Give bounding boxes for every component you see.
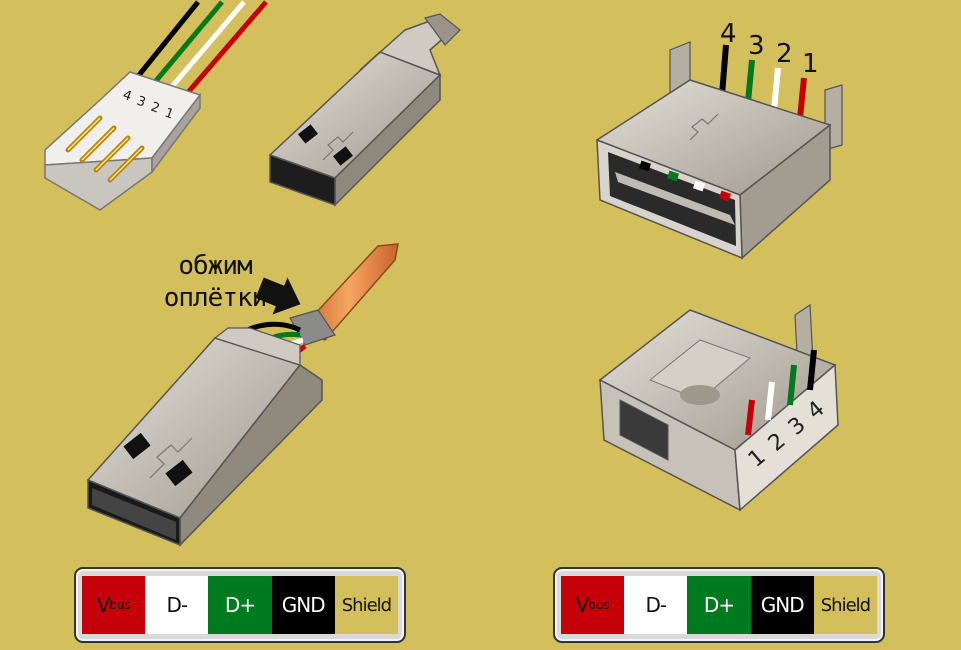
legend-vbus-sub: bus — [109, 598, 131, 612]
legend-d-minus: D- — [624, 576, 688, 634]
plug-shell-open — [268, 13, 461, 207]
legend-shield: Shield — [334, 576, 399, 634]
receptacle-front-pin-3: 3 — [748, 31, 765, 61]
crimp-label-line2: оплётки — [163, 283, 268, 313]
legend-vbus-main: V — [96, 593, 111, 617]
legend-d-plus: D+ — [208, 576, 272, 634]
plug-assembled — [86, 243, 399, 547]
legend-vbus-main: V — [575, 593, 590, 617]
crimp-label: обжим оплётки — [150, 250, 280, 314]
plug-pcb: 4 3 2 1 — [44, 0, 268, 211]
legend-gnd: GND — [750, 576, 814, 634]
legend-d-minus: D- — [145, 576, 209, 634]
receptacle-front: 4 3 2 1 — [595, 19, 843, 260]
legend-vbus-sub: bus — [588, 598, 610, 612]
legend-shield: Shield — [813, 576, 878, 634]
crimp-arrow — [255, 277, 301, 315]
receptacle-rear: 1 2 3 4 — [598, 303, 839, 512]
receptacle-front-pin-2: 2 — [776, 39, 793, 69]
receptacle-front-pin-1: 1 — [802, 49, 819, 79]
legend-gnd: GND — [271, 576, 335, 634]
receptacle-front-pin-4: 4 — [720, 19, 737, 49]
legend-d-plus: D+ — [687, 576, 751, 634]
crimp-label-line1: обжим — [178, 251, 252, 281]
